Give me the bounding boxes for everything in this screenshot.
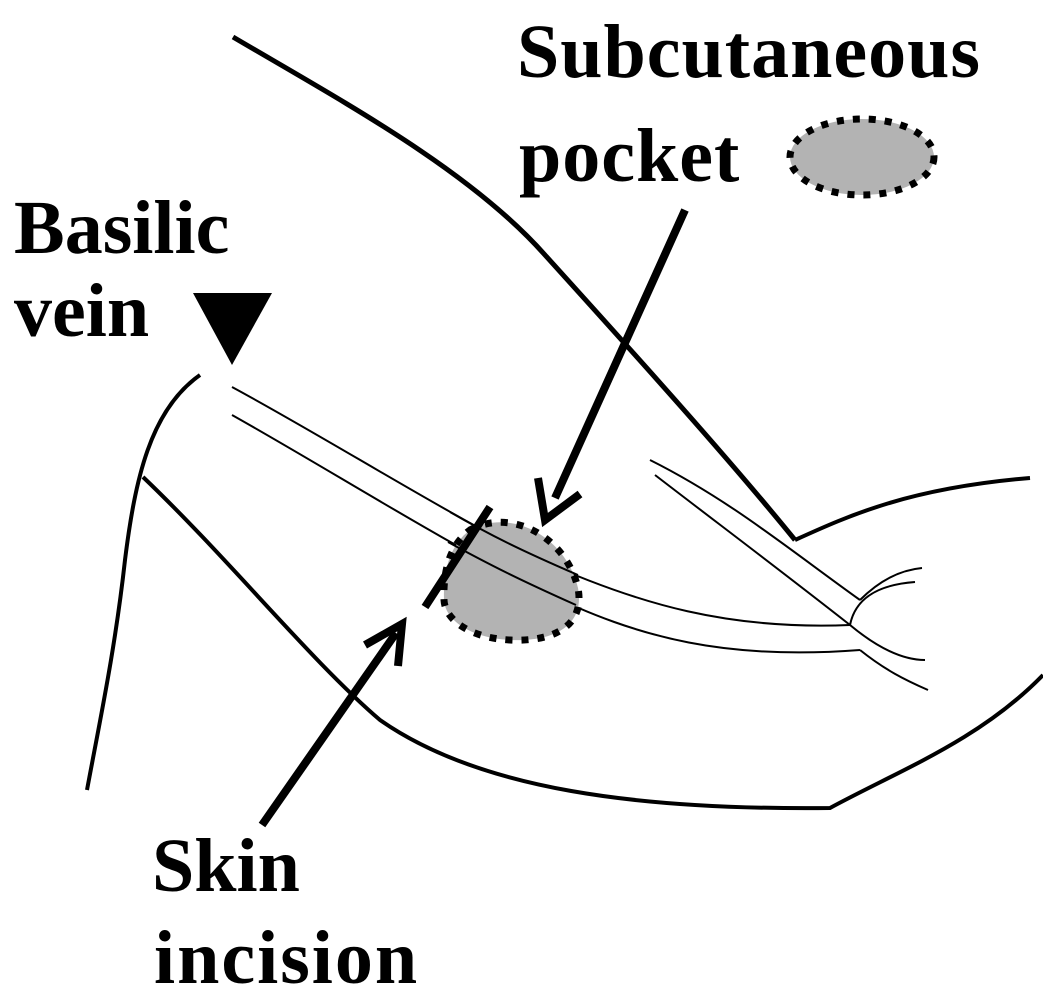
pocket-label: pocket xyxy=(519,118,740,194)
forearm-top-outline xyxy=(795,478,1030,540)
tributary-vein-line-1 xyxy=(655,475,850,625)
tributary-vein-branch-down-1 xyxy=(850,625,925,660)
skin-label: Skin xyxy=(152,828,300,904)
basilic-label: Basilic xyxy=(14,190,229,266)
shoulder-outline xyxy=(87,375,200,790)
tributary-vein-line-2 xyxy=(650,460,860,600)
arm-underside-outline xyxy=(143,477,1043,808)
basilic-vein-marker-triangle xyxy=(193,293,272,365)
vein-label: vein xyxy=(14,273,149,349)
pocket-legend-swatch xyxy=(790,119,934,195)
subcutaneous-label: Subcutaneous xyxy=(517,14,981,90)
tributary-vein-branch-down-2 xyxy=(860,650,928,690)
incision-label: incision xyxy=(154,920,419,996)
tributary-vein-branch-lower xyxy=(850,582,915,625)
pocket-arrow-shaft xyxy=(555,210,685,498)
incision-arrow-shaft xyxy=(262,633,396,825)
